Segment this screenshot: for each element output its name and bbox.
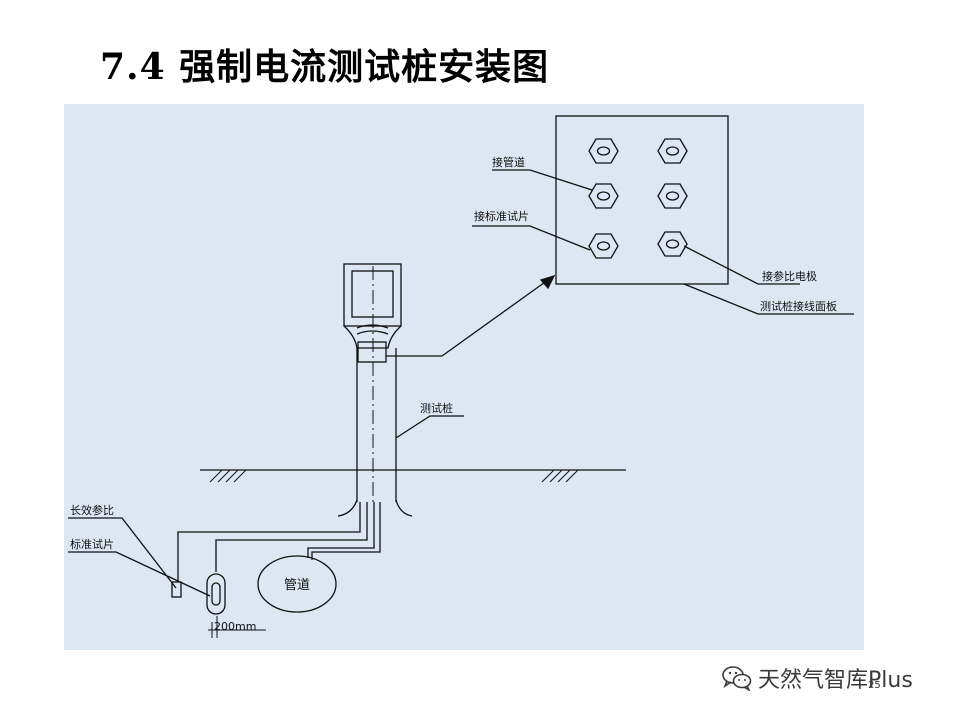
slide-title: 7.4 强制电流测试桩安装图 <box>100 46 550 88</box>
label-wiring-panel: 测试桩接线面板 <box>760 299 837 313</box>
label-test-pile: 测试桩 <box>420 401 453 415</box>
label-reference-electrode-connect: 接参比电极 <box>762 269 817 283</box>
leader-reference-connect <box>683 245 800 285</box>
leader-coupon-connect <box>472 225 591 251</box>
standard-coupon-inner <box>211 582 221 606</box>
label-standard-coupon: 标准试片 <box>70 537 114 551</box>
cable-coupon <box>215 502 368 572</box>
pile-base-left-flare <box>337 499 358 517</box>
panel-callout-arrowhead <box>539 274 556 290</box>
leader-wiring-panel <box>683 283 854 315</box>
wechat-icon <box>722 666 752 691</box>
terminal-nut-4 <box>657 183 688 209</box>
installation-diagram: 接管道 接标准试片 接参比电极 测试桩接线面板 测试桩 长效参比 标准试片 管道… <box>64 104 864 650</box>
standard-coupon-outer <box>206 573 226 615</box>
terminal-nut-3 <box>588 183 619 209</box>
pile-break-lines <box>356 324 389 335</box>
terminal-nut-6 <box>657 231 688 257</box>
terminal-nut-2 <box>657 138 688 164</box>
wiring-panel <box>555 115 729 285</box>
leader-long-term-reference <box>68 517 177 589</box>
diagram-canvas: 接管道 接标准试片 接参比电极 测试桩接线面板 测试桩 长效参比 标准试片 管道… <box>68 115 854 638</box>
panel-callout-line <box>386 279 549 357</box>
leader-standard-coupon <box>68 551 211 597</box>
cable-pipe-b <box>311 502 381 560</box>
label-long-term-reference: 长效参比 <box>70 503 114 517</box>
pile-junction-box <box>357 341 387 363</box>
label-spacing: 200mm <box>214 620 256 633</box>
pile-base-right-flare <box>395 499 413 517</box>
watermark-text: 天然气智库Plus <box>758 668 913 693</box>
terminal-nut-5 <box>588 233 619 259</box>
cable-reference <box>177 502 361 582</box>
terminal-nut-1 <box>588 138 619 164</box>
label-pipeline: 管道 <box>284 578 310 593</box>
page-number: 25 <box>868 680 881 691</box>
label-standard-coupon-connect: 接标准试片 <box>474 209 529 223</box>
ground-hatch-right <box>541 469 579 483</box>
leader-pipe-connect <box>492 169 593 191</box>
long-term-reference-electrode <box>171 581 182 598</box>
label-pipe-connect: 接管道 <box>492 155 525 169</box>
ground-hatch-left <box>209 469 247 483</box>
pipeline-section <box>257 555 337 613</box>
cable-pipe-a <box>307 502 375 558</box>
watermark: 天然气智库Plus <box>722 664 913 693</box>
leader-test-pile <box>395 415 464 439</box>
